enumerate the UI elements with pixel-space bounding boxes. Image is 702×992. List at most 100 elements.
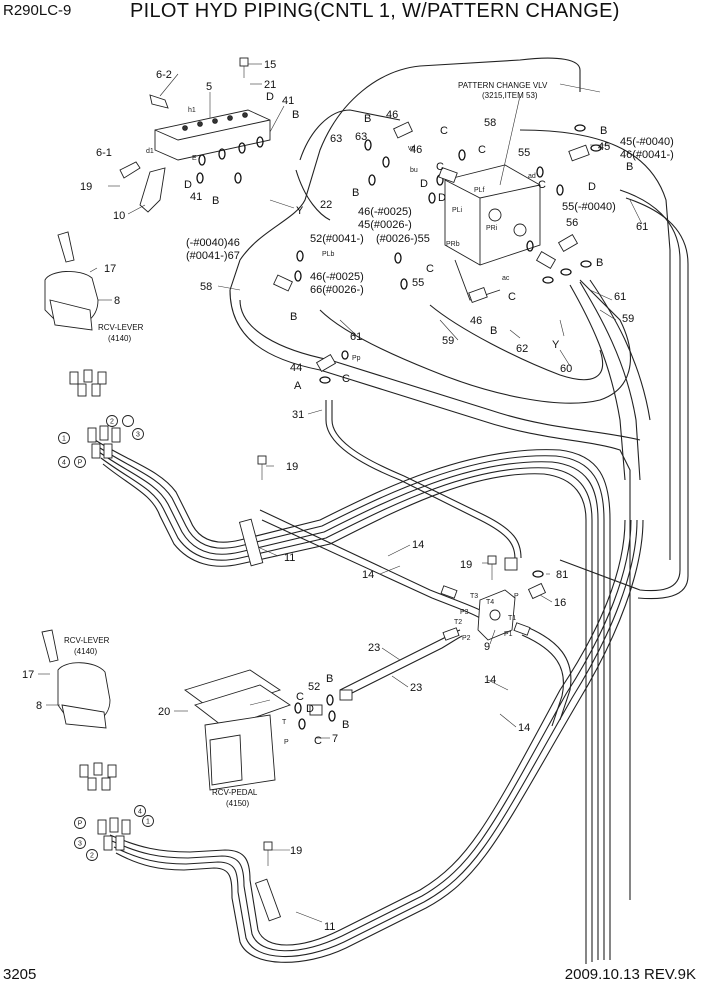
callout: (#0026-)55 [376,233,430,245]
port-marker: 1 [62,436,66,443]
port-marker: 4 [138,809,142,816]
callout: 8 [114,295,120,307]
callout: 22 [320,199,332,211]
bolt-19-lower [263,841,273,866]
callout: 17 [22,669,34,681]
port-marker: 3 [78,841,82,848]
callout: 46 [410,144,422,156]
callout: B [490,325,497,337]
callout: 16 [554,597,566,609]
callout: 46(#0041-) [620,149,674,161]
clamp-11-upper [238,518,264,567]
pattern-vlv-caption: PATTERN CHANGE VLV [458,81,548,90]
hose-bundle-lower-lever [109,519,644,963]
pressure-sensor-6-1 [119,161,141,179]
callout: PLf [474,187,485,194]
callout: 46 [470,315,482,327]
callout: 14 [518,722,530,734]
callout: ac [502,275,510,282]
callout: 63 [355,131,367,143]
callout: 7 [332,733,338,745]
callout: 52 [308,681,320,693]
callout: 55 [412,277,424,289]
port-marker: 2 [90,853,94,860]
callout: 56 [566,217,578,229]
callout: T3 [470,593,478,600]
callout: B [292,109,299,121]
bolt-15 [239,57,249,78]
callout: C [538,179,546,191]
callout: Pp [352,355,361,362]
callout: P [284,739,289,746]
clamp-11-lower [254,878,282,922]
callout: 9 [484,641,490,653]
callout: 45 [598,141,610,153]
callout: 66(#0026-) [310,284,364,296]
callout: 59 [442,335,454,347]
callout: B [326,673,333,685]
callout: D [438,192,446,204]
model-code: R290LC-9 [3,2,72,19]
callout: P1 [504,631,513,638]
callout: 46(-#0025) [358,206,412,218]
date-revision: 2009.10.13 REV.9K [564,966,696,983]
callout: 6-1 [96,147,112,159]
callout: 55(-#0040) [562,201,616,213]
callout: 46(-#0025) [310,271,364,283]
callout: C [426,263,434,275]
rcv-pedal-caption: RCV-PEDAL [212,788,258,797]
callout: C [478,144,486,156]
bolt-19-upper [257,455,267,480]
callout: B [290,311,297,323]
callout: vd [408,145,416,152]
port-marker: P [78,460,83,467]
callout: d1 [146,148,154,155]
callout: Y [296,205,304,217]
callout: 61 [636,221,648,233]
callout: PLi [452,207,463,214]
callout: Y [552,339,560,351]
pressure-sensor-6-2 [149,94,169,109]
callout: 19 [80,181,92,193]
callout: 14 [412,539,424,551]
port-marker: 2 [110,419,114,426]
callout: B [600,125,607,137]
callout: B [364,113,371,125]
callout: 41 [190,191,202,203]
callout: 21 [264,79,276,91]
rcv-lever-bottom-caption: RCV-LEVER [64,636,110,645]
rcv-pedal-ref: (4150) [226,799,249,808]
hose-bundle-upper-lever [94,439,611,964]
callout: PRi [486,225,498,232]
callout: 19 [460,559,472,571]
callout: C [508,291,516,303]
callout: 62 [516,343,528,355]
callout: 5 [206,81,212,93]
callout: C [314,735,322,747]
callout: D [266,91,274,103]
callout: 41 [282,95,294,107]
callout: D [184,179,192,191]
callout: 45(-#0040) [620,136,674,148]
pattern-change-valve [444,164,541,301]
rcv-lever-top-ref: (4140) [108,334,131,343]
callout: B [626,161,633,173]
callout: B [352,187,359,199]
callout: 15 [264,59,276,71]
bolt-19-mid [487,555,497,580]
callout: 46 [386,109,398,121]
callout: ad [528,173,536,180]
callout: 45(#0026-) [358,219,412,231]
callout: C [436,161,444,173]
callout: C [342,373,350,385]
callout: 11 [284,552,295,564]
callout: 14 [362,569,374,581]
callout: 17 [104,263,116,275]
callout: 11 [324,921,335,933]
rcv-lever-top-caption: RCV-LEVER [98,323,144,332]
callout: PLb [322,251,335,258]
callout: P3 [460,609,469,616]
lever-fittings-bottom [79,762,131,851]
callout: 20 [158,706,170,718]
